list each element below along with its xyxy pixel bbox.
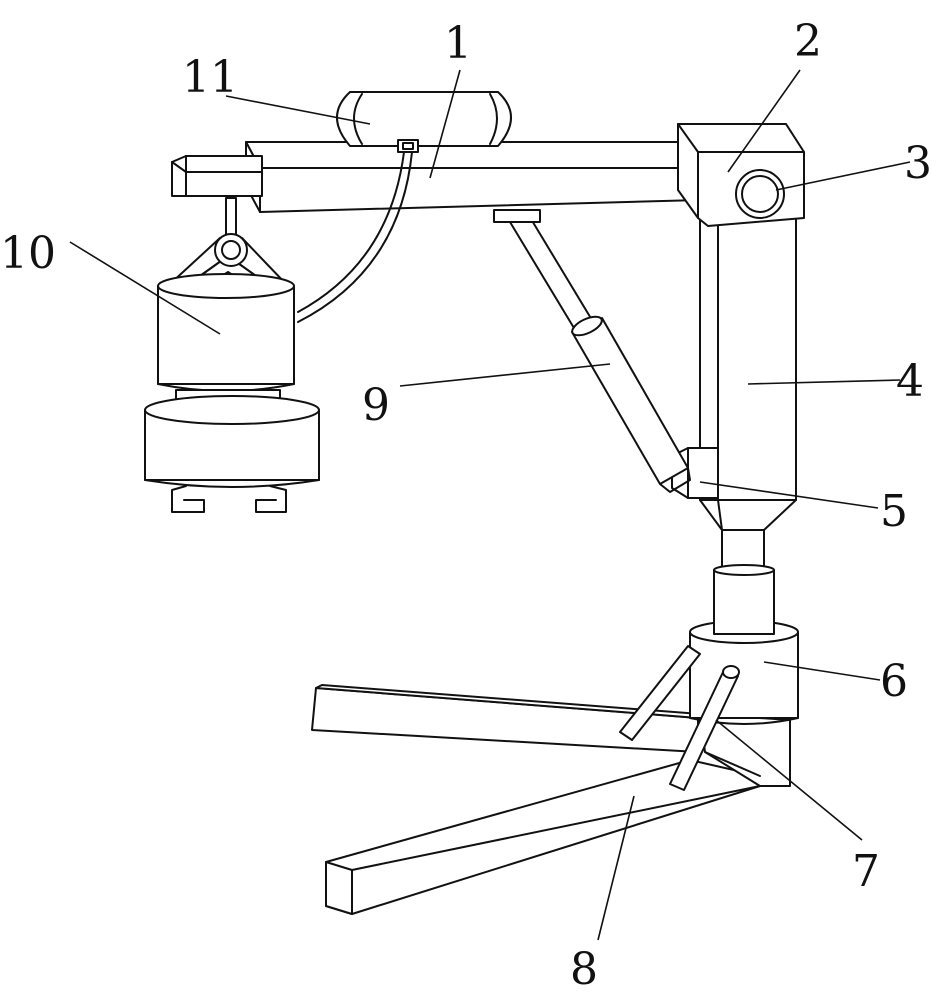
pivot-shaft: [735, 169, 785, 219]
label-8: 8: [570, 944, 598, 995]
leader-6: [763, 661, 881, 681]
diagonal-braces: [619, 645, 740, 791]
hose: [297, 151, 413, 323]
leader-7: [715, 719, 863, 841]
label-3: 3: [904, 138, 932, 189]
label-7: 7: [852, 846, 880, 897]
label-11: 11: [182, 52, 238, 103]
column-shaft: [713, 527, 775, 635]
label-10: 10: [0, 228, 56, 279]
leader-4: [747, 379, 901, 385]
horizontal-beam: [171, 141, 701, 213]
leader-2: [727, 69, 801, 173]
label-2: 2: [794, 16, 822, 67]
callouts: 1 2 3 4 5 6 7 8 9 10 11: [0, 16, 932, 995]
leader-5: [699, 481, 879, 509]
grabber: [144, 197, 320, 513]
leader-10: [69, 241, 221, 335]
head-block: [677, 123, 805, 227]
hydraulic-cylinder: [493, 209, 691, 493]
leader-9: [399, 363, 611, 387]
label-5: 5: [880, 486, 908, 537]
label-4: 4: [896, 356, 924, 407]
label-9: 9: [362, 380, 390, 431]
leader-11: [225, 95, 371, 125]
leader-1: [429, 69, 461, 179]
label-1: 1: [444, 18, 472, 69]
label-6: 6: [880, 656, 908, 707]
gas-tank: [336, 91, 512, 153]
leader-3: [775, 161, 911, 191]
leader-8: [597, 795, 635, 941]
leader-lines: [69, 69, 911, 941]
